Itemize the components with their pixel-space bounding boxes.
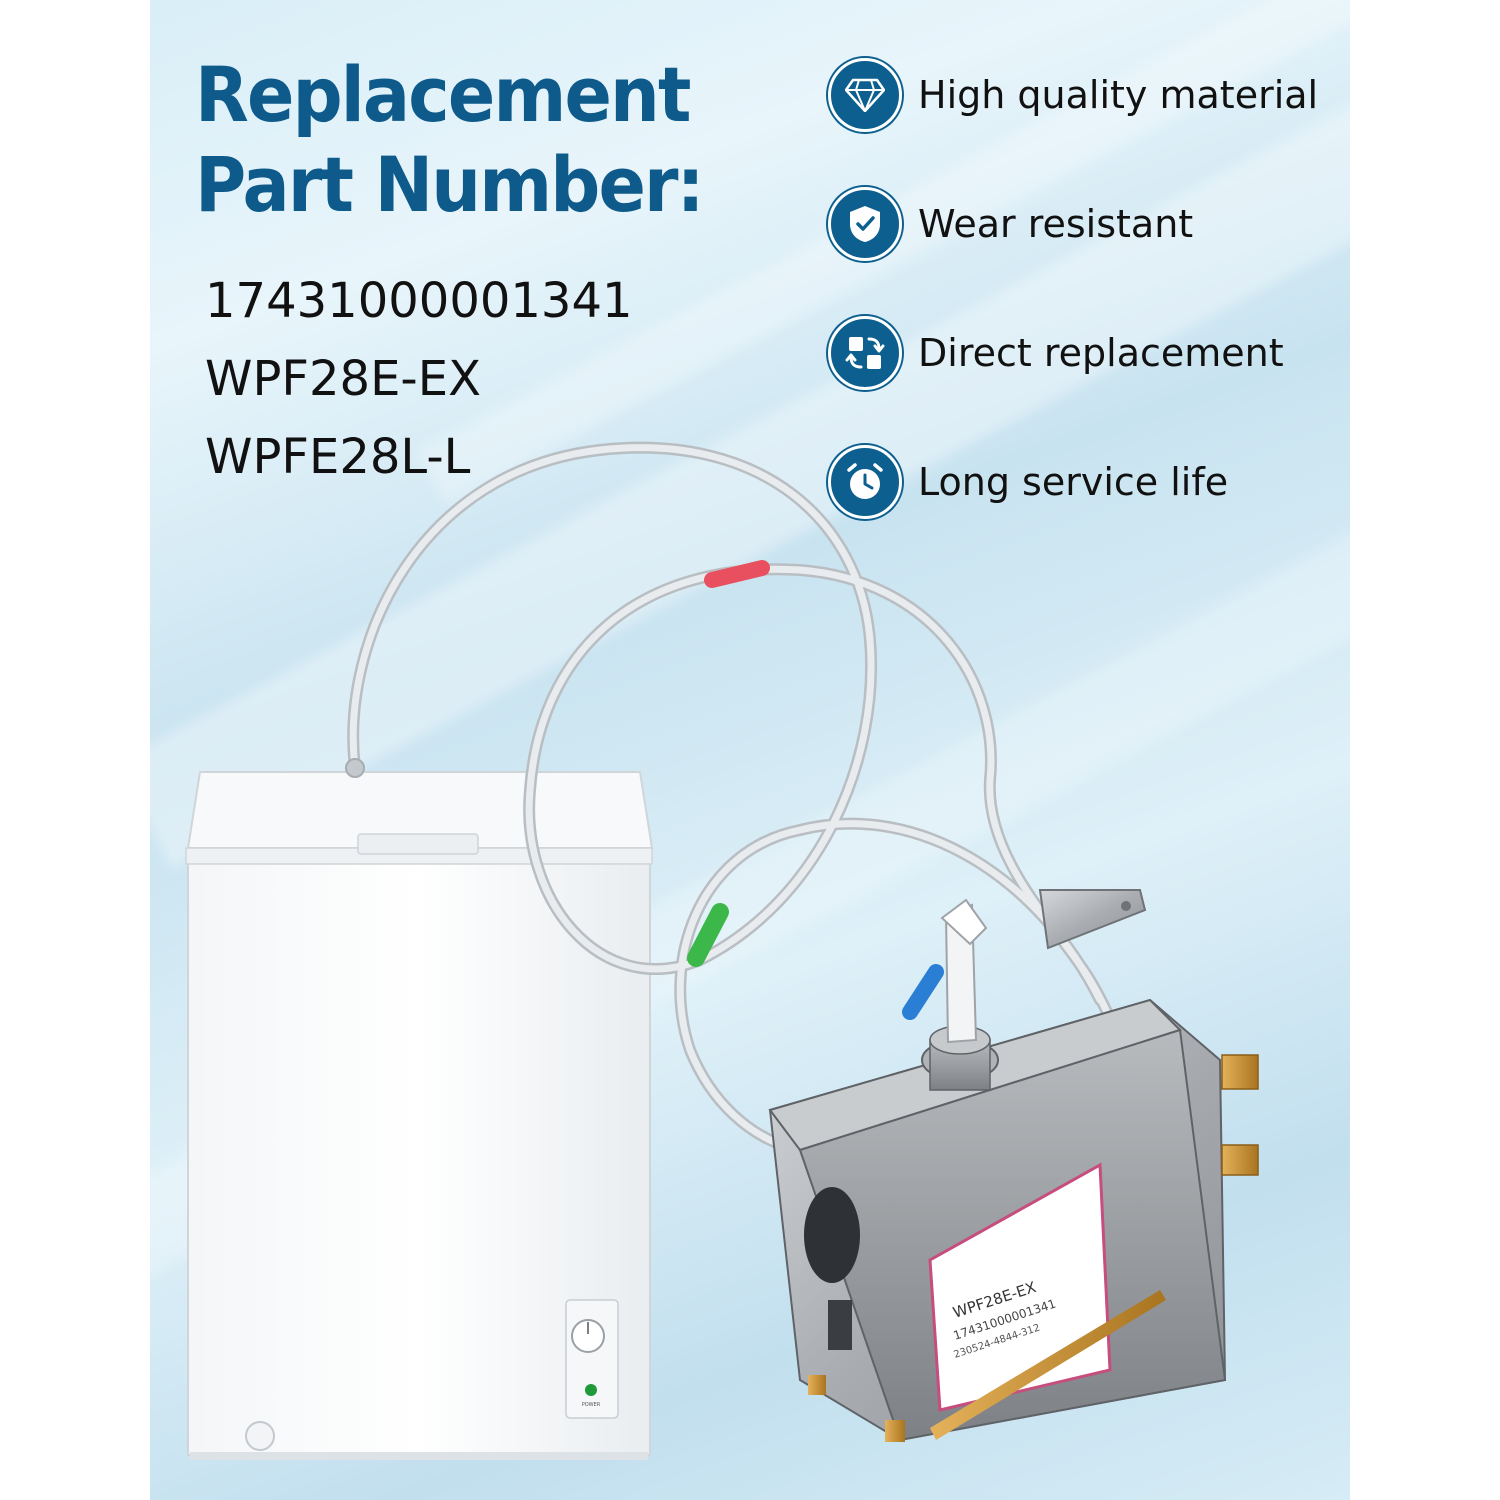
chest-freezer: POWER xyxy=(185,771,654,1460)
terminal xyxy=(1221,1144,1259,1176)
control-panel xyxy=(565,1299,619,1419)
drain-plug xyxy=(245,1421,275,1451)
red-sleeve xyxy=(704,560,770,588)
shield-check-icon xyxy=(828,187,902,261)
mounting-tab xyxy=(1038,889,1147,950)
headline-line2: Part Number: xyxy=(195,140,705,229)
feature-item: High quality material xyxy=(828,58,1318,132)
blue-sleeve xyxy=(902,964,944,1020)
feature-list: High quality material Wear resistant xyxy=(828,58,1318,574)
feature-item: Wear resistant xyxy=(828,187,1318,261)
part-number: WPFE28L-L xyxy=(205,429,471,485)
part-number: 17431000001341 xyxy=(205,273,633,329)
headline: Replacement Part Number: xyxy=(195,50,710,230)
clock-icon xyxy=(828,445,902,519)
thermostat: WPF28E-EX 17431000001341 230524-4844-312 xyxy=(768,889,1259,1442)
power-light xyxy=(585,1384,597,1396)
green-sleeve xyxy=(687,903,729,967)
power-label: POWER xyxy=(582,1402,601,1408)
side-port xyxy=(804,1187,860,1283)
part-number: WPF28E-EX xyxy=(205,351,481,407)
temperature-knob xyxy=(571,1319,605,1353)
feature-item: Direct replacement xyxy=(828,316,1318,390)
feature-label: High quality material xyxy=(918,73,1319,117)
freezer-base xyxy=(190,1452,648,1460)
freezer-handle xyxy=(357,833,479,855)
brass-rail xyxy=(930,1290,1166,1440)
feature-label: Long service life xyxy=(918,460,1229,504)
part-number-list: 17431000001341 WPF28E-EX WPFE28L-L xyxy=(205,262,633,496)
feature-label: Wear resistant xyxy=(918,202,1194,246)
headline-line1: Replacement xyxy=(195,50,691,139)
capillary-tube xyxy=(345,441,1127,1156)
feature-label: Direct replacement xyxy=(918,331,1284,375)
diamond-icon xyxy=(828,58,902,132)
terminal xyxy=(1221,1054,1259,1090)
swap-icon xyxy=(828,316,902,390)
feature-item: Long service life xyxy=(828,445,1318,519)
